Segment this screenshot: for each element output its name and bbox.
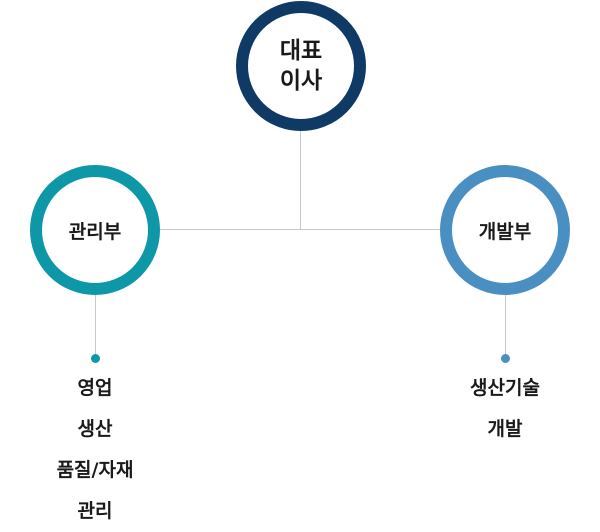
connector-ceo-vertical xyxy=(300,130,301,229)
dev-item: 생산기술 xyxy=(470,377,540,399)
admin-item: 품질/자재 xyxy=(56,459,134,481)
ceo-label-line1: 대표 xyxy=(279,38,323,64)
dev-bullet-dot xyxy=(501,354,510,363)
connector-admin-vertical xyxy=(95,294,96,356)
connector-dev-vertical xyxy=(505,294,506,356)
admin-item: 관리 xyxy=(77,500,113,522)
admin-item: 생산 xyxy=(77,418,113,440)
admin-department-node: 관리부 xyxy=(30,165,160,295)
dev-department-label: 개발부 xyxy=(478,220,532,243)
admin-item: 영업 xyxy=(77,377,113,399)
dev-department-node: 개발부 xyxy=(440,165,570,295)
admin-item-list: 영업 생산 품질/자재 관리 xyxy=(20,368,170,532)
ceo-node: 대표 이사 xyxy=(236,1,366,131)
admin-department-label: 관리부 xyxy=(68,220,122,243)
connector-horizontal xyxy=(158,229,442,230)
dev-item: 개발 xyxy=(487,418,523,440)
dev-item-list: 생산기술 개발 xyxy=(430,368,580,450)
ceo-label-line2: 이사 xyxy=(279,68,323,94)
admin-bullet-dot xyxy=(91,354,100,363)
